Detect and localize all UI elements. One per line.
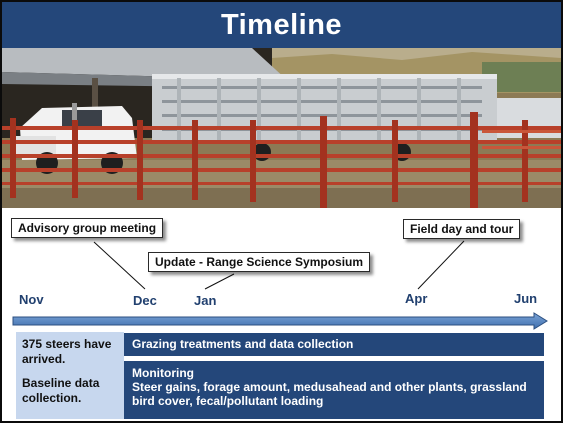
monitoring-band: Monitoring Steer gains, forage amount, m…	[124, 361, 544, 419]
slide-title: Timeline	[220, 8, 343, 41]
timeline-arrow	[12, 312, 548, 330]
field-day-pointer-line	[417, 240, 465, 290]
month-dec: Dec	[133, 293, 157, 308]
arrival-baseline-box: 375 steers have arrived. Baseline data c…	[16, 332, 124, 419]
month-jan: Jan	[194, 293, 217, 308]
cattle-truck-photo	[2, 48, 561, 208]
grazing-treatments-band: Grazing treatments and data collection	[124, 333, 544, 356]
steers-arrived-text: 375 steers have arrived.	[22, 337, 112, 366]
field-day-callout: Field day and tour	[403, 219, 521, 239]
baseline-data-text: Baseline data collection.	[22, 376, 100, 405]
month-jun: Jun	[514, 291, 538, 306]
advisory-meeting-callout: Advisory group meeting	[11, 218, 164, 238]
month-nov: Nov	[19, 292, 44, 307]
symposium-pointer-line	[204, 273, 235, 290]
title-bar: Timeline	[2, 2, 561, 48]
monitoring-details: Steer gains, forage amount, medusahead a…	[132, 380, 527, 408]
symposium-callout: Update - Range Science Symposium	[148, 252, 371, 272]
advisory-pointer-line	[93, 241, 146, 290]
monitoring-title: Monitoring	[132, 366, 194, 380]
month-apr: Apr	[405, 291, 428, 306]
